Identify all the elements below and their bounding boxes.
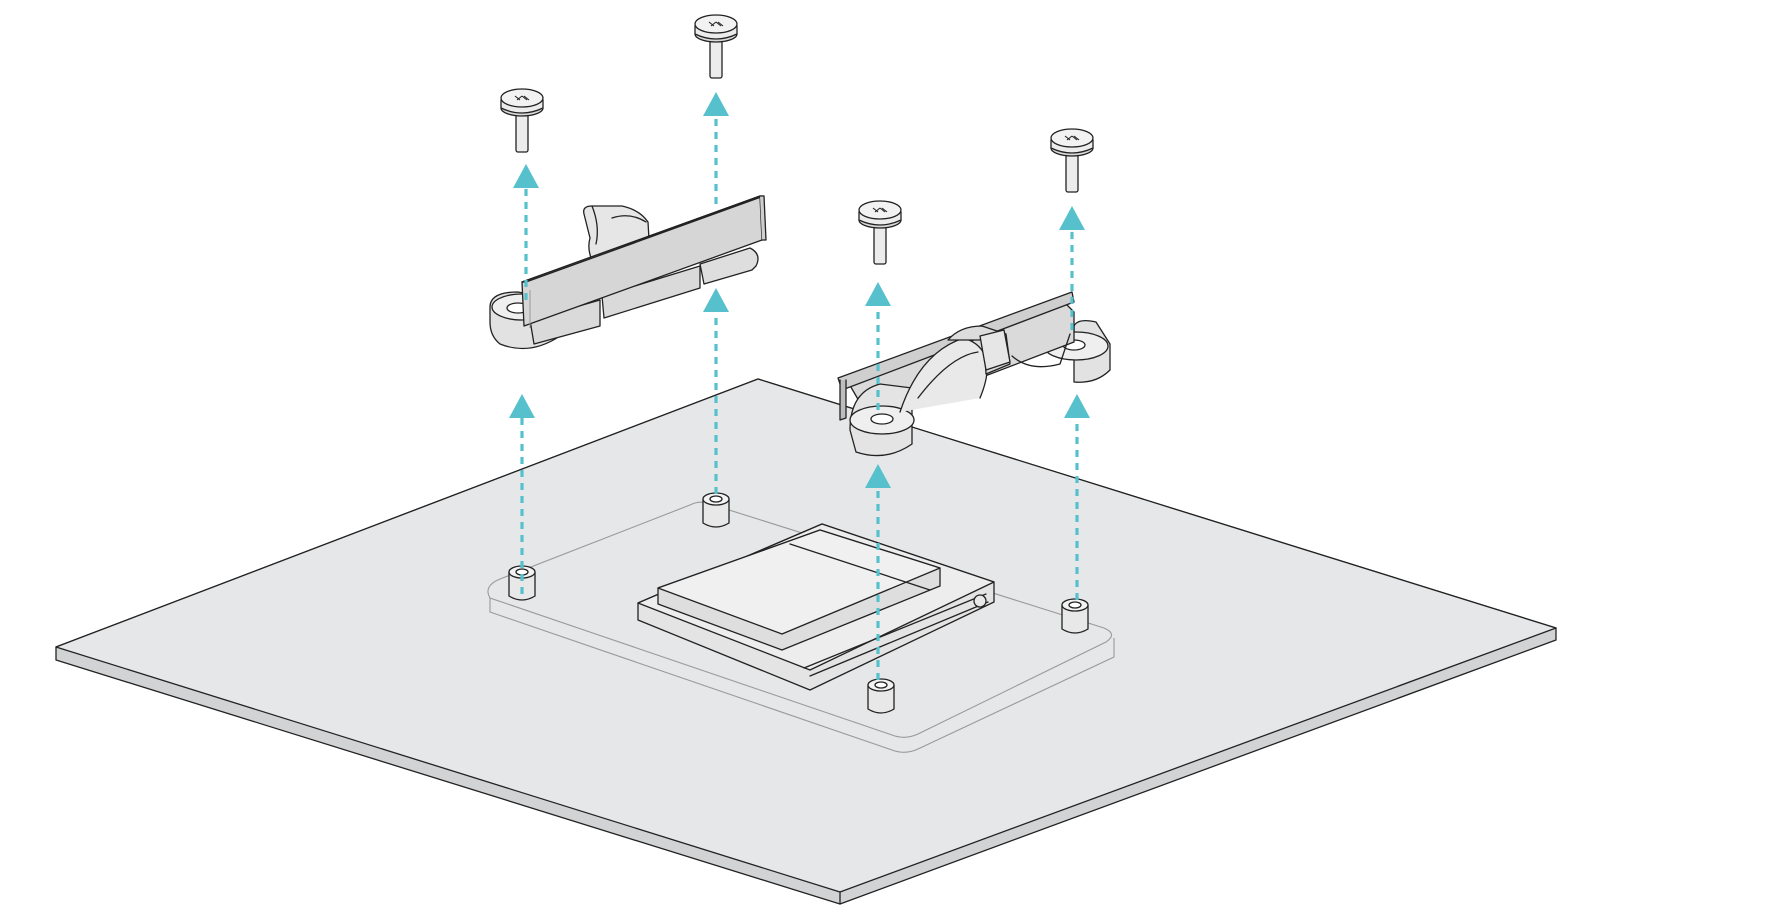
bracket-left	[489, 195, 767, 350]
arrow-up-icon	[509, 92, 1090, 680]
bracket-icon	[837, 291, 1111, 457]
bracket-right	[837, 291, 1111, 457]
bracket-icon	[489, 195, 767, 350]
cpu-socket	[637, 523, 995, 691]
